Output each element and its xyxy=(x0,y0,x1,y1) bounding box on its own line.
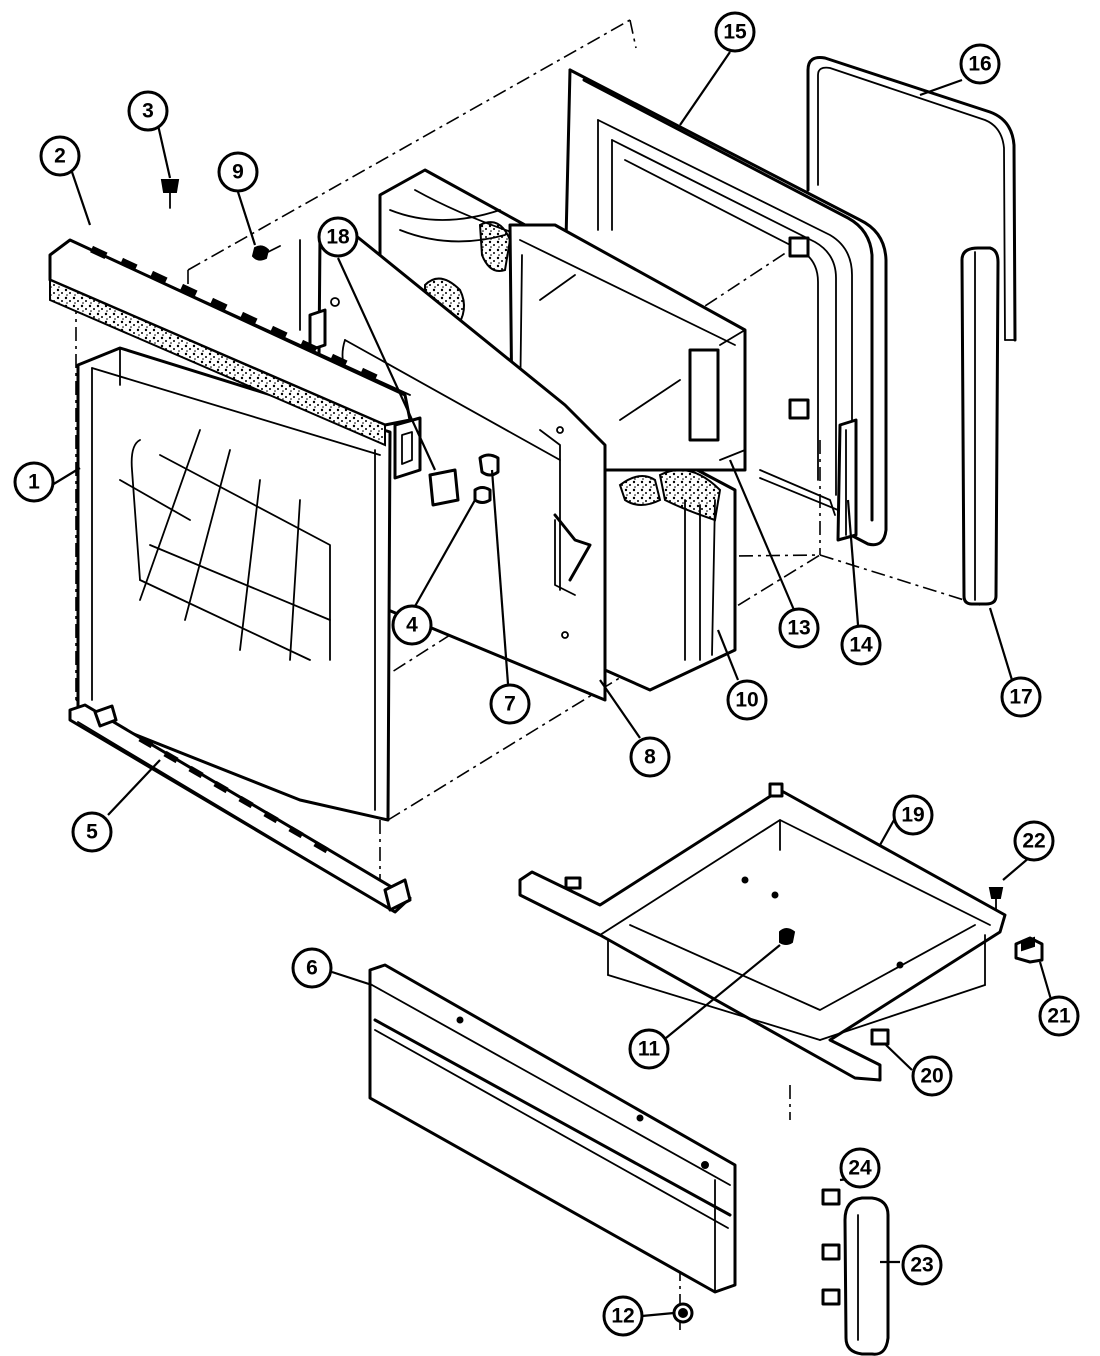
leader-lines xyxy=(51,51,1054,1318)
callout-7: 7 xyxy=(489,683,531,725)
handle-bracket-part xyxy=(393,416,500,507)
callout-19: 19 xyxy=(892,794,934,836)
callout-15: 15 xyxy=(714,11,756,53)
callout-18-label: 18 xyxy=(326,226,350,249)
callout-13: 13 xyxy=(778,607,820,649)
callout-10-label: 10 xyxy=(735,689,758,712)
callout-12-label: 12 xyxy=(611,1305,634,1328)
callout-23-label: 23 xyxy=(910,1254,933,1277)
callout-17-label: 17 xyxy=(1009,686,1032,709)
callout-1-label: 1 xyxy=(28,471,40,494)
callout-2-label: 2 xyxy=(54,145,66,168)
callout-19-label: 19 xyxy=(901,804,924,827)
callout-7-label: 7 xyxy=(504,693,516,716)
callout-5: 5 xyxy=(71,811,113,853)
callout-11: 11 xyxy=(628,1028,670,1070)
callout-9: 9 xyxy=(217,151,259,193)
screw-parts xyxy=(160,179,281,261)
callout-15-label: 15 xyxy=(723,21,747,44)
callout-22: 22 xyxy=(1013,820,1055,862)
callout-17: 17 xyxy=(1000,676,1042,718)
callout-12: 12 xyxy=(602,1295,644,1337)
callout-10: 10 xyxy=(726,679,768,721)
drawer-side-trim-part xyxy=(843,1196,890,1356)
drawer-fastener-parts xyxy=(779,887,1044,964)
callout-3-label: 3 xyxy=(142,100,154,123)
callout-4: 4 xyxy=(391,604,433,646)
door-bottom-trim-part xyxy=(68,703,412,914)
callout-16-label: 16 xyxy=(968,53,991,76)
callout-1: 1 xyxy=(13,461,55,503)
callout-20-label: 20 xyxy=(920,1065,943,1088)
clip-parts xyxy=(821,1188,841,1306)
callout-9-label: 9 xyxy=(232,161,244,184)
callout-21-label: 21 xyxy=(1047,1005,1071,1028)
callout-21: 21 xyxy=(1038,995,1080,1037)
storage-drawer-part xyxy=(518,782,1007,1082)
callout-24-label: 24 xyxy=(848,1157,872,1180)
callout-24: 24 xyxy=(839,1147,881,1189)
drawer-front-part xyxy=(368,963,737,1294)
callout-23: 23 xyxy=(901,1244,943,1286)
drawer-bumper-part xyxy=(672,1302,694,1324)
callout-2: 2 xyxy=(39,135,81,177)
callout-3: 3 xyxy=(127,90,169,132)
callout-11-label: 11 xyxy=(638,1038,661,1061)
outer-door-part xyxy=(76,346,392,822)
hinge-channel-part xyxy=(759,418,858,542)
callout-14-label: 14 xyxy=(849,634,873,657)
callout-13-label: 13 xyxy=(787,617,810,640)
callout-6: 6 xyxy=(291,947,333,989)
callout-8-label: 8 xyxy=(644,746,656,769)
callout-16: 16 xyxy=(959,43,1001,85)
callout-4-label: 4 xyxy=(406,614,418,637)
callout-5-label: 5 xyxy=(86,821,98,844)
callout-14: 14 xyxy=(840,624,882,666)
callout-20: 20 xyxy=(911,1055,953,1097)
callout-8: 8 xyxy=(629,736,671,778)
door-gasket-part xyxy=(806,56,1017,342)
callout-22-label: 22 xyxy=(1022,830,1045,853)
callout-6-label: 6 xyxy=(306,957,318,980)
callout-18: 18 xyxy=(317,216,359,258)
door-side-trim-part xyxy=(960,246,1000,606)
